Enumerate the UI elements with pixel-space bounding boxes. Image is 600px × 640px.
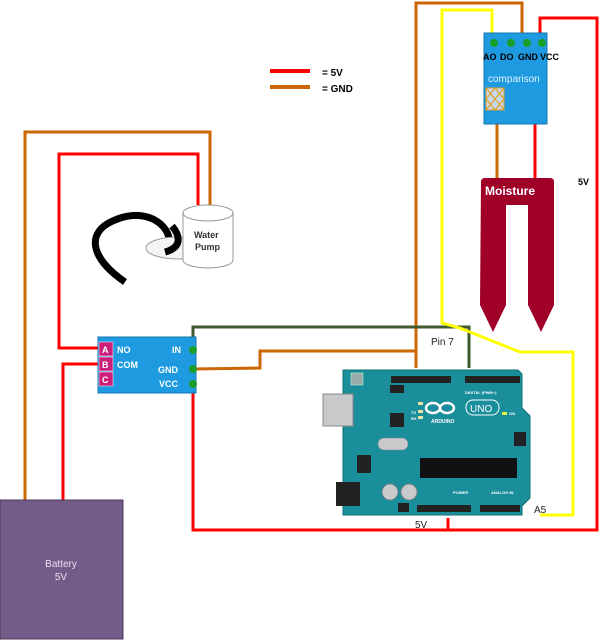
relay-label-vcc: VCC bbox=[159, 379, 179, 389]
digital-header-right bbox=[465, 376, 520, 383]
led-rx bbox=[418, 416, 423, 419]
comparator-chip-icon bbox=[485, 87, 505, 111]
relay-terminal-b[interactable] bbox=[98, 356, 114, 372]
legend: = 5V = GND bbox=[270, 68, 353, 95]
sensor-pin-vcc[interactable] bbox=[538, 39, 546, 47]
relay-terminal-c-label: C bbox=[102, 375, 109, 385]
digital-header-left bbox=[391, 376, 451, 383]
relay-module[interactable]: A B C NO COM IN GND VCC bbox=[97, 336, 197, 394]
arduino-board bbox=[342, 369, 531, 516]
battery-body bbox=[0, 499, 124, 640]
crystal bbox=[377, 437, 409, 451]
sensor-pin-label-vcc: VCC bbox=[540, 52, 560, 62]
relay-pin-gnd[interactable] bbox=[189, 365, 197, 373]
legend-5v-label: = 5V bbox=[322, 68, 343, 79]
arduino-logo-icon bbox=[424, 399, 500, 416]
sensor-pin-label-do: DO bbox=[500, 52, 514, 62]
battery-label-line2: 5V bbox=[55, 572, 68, 583]
relay-terminal-c[interactable] bbox=[98, 371, 114, 387]
annotation-pin7: Pin 7 bbox=[431, 337, 454, 348]
annotation-5v-right: 5V bbox=[578, 177, 589, 187]
sensor-pin-ao[interactable] bbox=[490, 39, 498, 47]
moisture-probe[interactable]: Moisture bbox=[480, 178, 554, 332]
power-jack bbox=[336, 482, 360, 506]
relay-pin-vcc[interactable] bbox=[189, 380, 197, 388]
small-chip bbox=[398, 503, 409, 512]
arduino-tx-label: TX bbox=[411, 410, 416, 415]
arduino-rx-label: RX bbox=[411, 416, 417, 421]
relay-board bbox=[97, 336, 197, 394]
led-on bbox=[502, 412, 507, 415]
water-pump[interactable]: Water Pump bbox=[91, 204, 234, 285]
relay-pin-in[interactable] bbox=[189, 346, 197, 354]
sensor-pin-label-ao: AO bbox=[483, 52, 497, 62]
wire-5v-relay-vcc bbox=[191, 384, 450, 532]
reset-button[interactable] bbox=[350, 372, 364, 386]
relay-terminal-a[interactable] bbox=[98, 341, 114, 357]
power-label: POWER bbox=[453, 490, 468, 495]
sensor-pin-label-gnd: GND bbox=[518, 52, 539, 62]
sensor-pin-do[interactable] bbox=[507, 39, 515, 47]
battery[interactable]: Battery 5V bbox=[0, 499, 124, 640]
relay-label-in: IN bbox=[172, 345, 181, 355]
arduino-on-label: ON bbox=[509, 411, 515, 416]
annotation-5v-bottom: 5V bbox=[415, 520, 428, 531]
led-tx bbox=[418, 410, 423, 413]
relay-label-com: COM bbox=[117, 360, 138, 370]
wire-5v-battery-relay-com bbox=[61, 362, 100, 500]
wire-gnd-battery-pump bbox=[23, 130, 212, 500]
sensor-chip-label: comparison bbox=[488, 74, 540, 85]
battery-label-line1: Battery bbox=[45, 559, 77, 570]
power-header bbox=[417, 505, 471, 512]
icsp-header bbox=[390, 385, 404, 393]
voltage-regulator bbox=[357, 455, 371, 473]
pump-hose-end bbox=[163, 223, 182, 256]
analog-header bbox=[480, 505, 520, 512]
annotation-a5: A5 bbox=[534, 505, 547, 516]
wire-5v-relay-no-pump bbox=[57, 152, 200, 350]
pump-body bbox=[182, 212, 234, 269]
usb-chip bbox=[390, 413, 404, 427]
pump-label-line1: Water bbox=[194, 230, 219, 240]
probe-label: Moisture bbox=[485, 184, 535, 198]
sensor-pin-gnd[interactable] bbox=[523, 39, 531, 47]
relay-label-no: NO bbox=[117, 345, 131, 355]
probe-shape bbox=[480, 178, 554, 332]
wire-signal-relay-in-pin7 bbox=[191, 325, 471, 368]
relay-label-gnd: GND bbox=[158, 365, 179, 375]
atmega-chip bbox=[420, 458, 517, 478]
pump-hose bbox=[91, 211, 173, 285]
wire-signal-sensor-ao-a5 bbox=[440, 8, 575, 517]
relay-terminal-b-label: B bbox=[102, 360, 109, 370]
moisture-sensor-module[interactable]: AO DO GND VCC comparison bbox=[483, 32, 560, 125]
arduino-model: UNO bbox=[470, 404, 492, 415]
capacitor-1 bbox=[381, 483, 399, 501]
relay-terminal-a-label: A bbox=[102, 345, 109, 355]
wire-gnd-sensor-arduino bbox=[414, 1, 524, 368]
pump-label-line2: Pump bbox=[195, 242, 221, 252]
icsp2-header bbox=[514, 432, 526, 446]
pump-top bbox=[182, 204, 234, 222]
wires bbox=[23, 1, 599, 532]
capacitor-2 bbox=[400, 483, 418, 501]
arduino-logo-text: ARDUINO bbox=[431, 419, 454, 425]
wire-gnd-relay-arduino bbox=[192, 349, 416, 371]
legend-gnd-label: = GND bbox=[322, 84, 353, 95]
analog-label: ANALOG IN bbox=[491, 490, 514, 495]
digital-label: DIGITAL (PWM~) bbox=[465, 390, 497, 395]
arduino-uno[interactable]: DIGITAL (PWM~) UNO ARDUINO TX RX ON POWE… bbox=[322, 369, 531, 516]
led-l bbox=[418, 402, 423, 405]
usb-connector bbox=[322, 393, 354, 427]
